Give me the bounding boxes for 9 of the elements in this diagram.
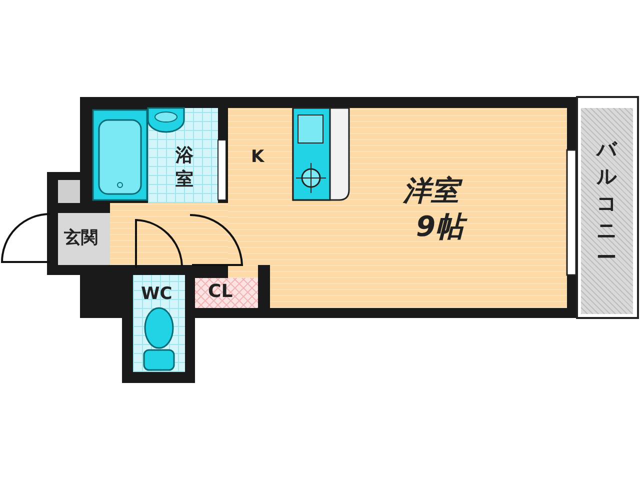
balcony-floor xyxy=(581,108,633,314)
entrance-floor xyxy=(58,213,110,265)
room-label: 浴室 xyxy=(175,144,194,192)
room-label: 玄関 xyxy=(64,229,98,248)
room-label: K xyxy=(251,148,264,167)
closet-floor xyxy=(195,278,258,308)
room-label: バルコニー xyxy=(596,136,617,271)
room-label: CL xyxy=(208,282,233,302)
room-label: WC xyxy=(141,285,172,304)
